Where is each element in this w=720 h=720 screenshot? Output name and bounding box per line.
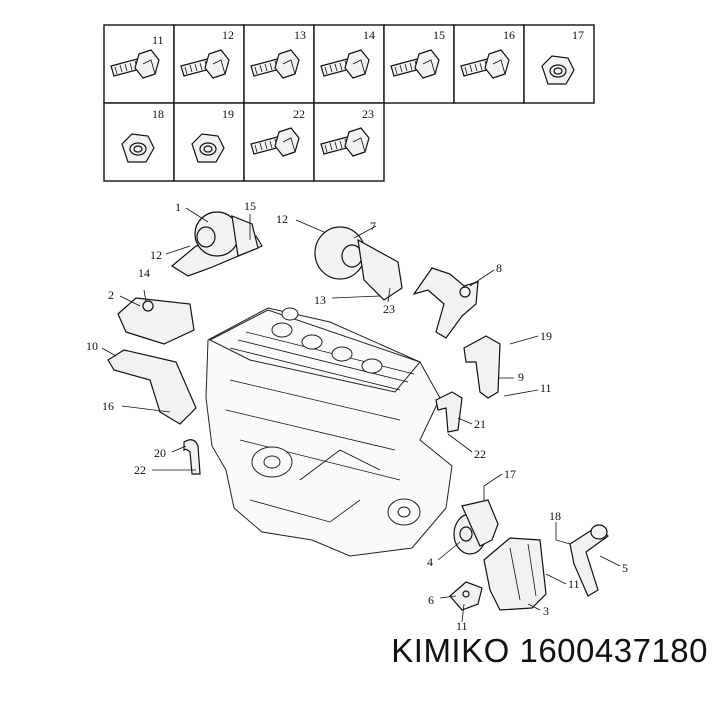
callout-label: 8	[496, 261, 502, 275]
callout-label: 22	[474, 447, 486, 461]
fastener-label: 13	[294, 28, 306, 42]
callout-label: 22	[134, 463, 146, 477]
fastener-cell	[103, 102, 175, 182]
fastener-label: 16	[503, 28, 515, 42]
callout-label: 14	[138, 266, 150, 280]
fastener-label: 11	[152, 33, 164, 47]
leader-lines	[101, 207, 621, 623]
callout-label: 20	[154, 446, 166, 460]
callout-label: 18	[549, 509, 561, 523]
engine-block	[205, 307, 453, 557]
callout-label: 12	[276, 212, 288, 226]
callout-label: 21	[474, 417, 486, 431]
fastener-label: 23	[362, 107, 374, 121]
callout-labels: 1 15 12 2 14 10 16 20 22 12 7 13 23 8 19…	[86, 199, 628, 633]
callout-label: 17	[504, 467, 516, 481]
callout-label: 15	[244, 199, 256, 213]
callout-label: 13	[314, 293, 326, 307]
callout-label: 16	[102, 399, 114, 413]
callout-label: 7	[370, 219, 376, 233]
callout-label: 11	[540, 381, 552, 395]
callout-label: 1	[175, 200, 181, 214]
fastener-label: 12	[222, 28, 234, 42]
fastener-label: 19	[222, 107, 234, 121]
fastener-label: 14	[363, 28, 375, 42]
fastener-label: 22	[293, 107, 305, 121]
fastener-grid: 11 12 13 14 15 16 17 18 19 22 23	[103, 24, 595, 182]
callout-label: 10	[86, 339, 98, 353]
callout-label: 23	[383, 302, 395, 316]
callout-label: 12	[150, 248, 162, 262]
part-number: 1600437180	[519, 632, 708, 669]
product-caption: KIMIKO 1600437180	[391, 632, 708, 670]
callout-label: 11	[456, 619, 468, 633]
fastener-label: 18	[152, 107, 164, 121]
callout-label: 5	[622, 561, 628, 575]
callout-label: 9	[518, 370, 524, 384]
mount-parts	[107, 211, 609, 611]
brand-name: KIMIKO	[391, 632, 510, 669]
callout-label: 19	[540, 329, 552, 343]
callout-label: 4	[427, 555, 433, 569]
callout-label: 6	[428, 593, 434, 607]
fastener-label: 17	[572, 28, 584, 42]
callout-label: 11	[568, 577, 580, 591]
fastener-label: 15	[433, 28, 445, 42]
callout-label: 3	[543, 604, 549, 618]
callout-label: 2	[108, 288, 114, 302]
